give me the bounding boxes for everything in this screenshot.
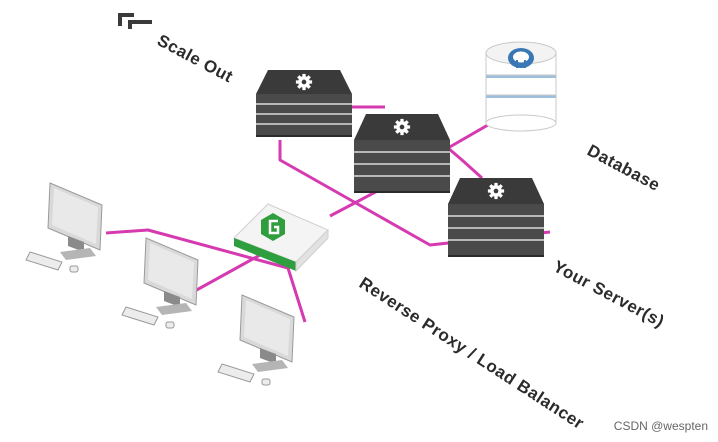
server-rack-scale-out [256,70,352,137]
connection-line [105,228,307,323]
gear-icon [295,73,313,91]
nginx-logo-icon [261,213,285,241]
scale-out-label: Scale Out [154,31,236,87]
desktop-computer-icon [217,294,295,386]
server-rack-your-servers [448,178,544,257]
gear-icon [393,118,411,136]
client-computer [25,182,103,273]
connection-line [192,253,261,294]
reverse-proxy-label: Reverse Proxy / Load Balancer [356,273,588,433]
reverse-proxy-box [233,203,329,273]
your-servers-label: Your Server(s) [550,257,667,331]
watermark: CSDN @wespten [613,419,708,433]
database-icon [485,41,557,132]
desktop-computer-icon [121,237,199,329]
connection-line [447,146,484,180]
server-rack-middle [354,114,450,193]
database-label: Database [584,141,663,195]
client-computer [217,294,295,386]
gear-icon [487,182,505,200]
desktop-computer-icon [25,182,103,273]
client-computer [121,237,199,329]
postgresql-elephant-icon [508,48,534,68]
brand-logo-icon [118,13,152,29]
